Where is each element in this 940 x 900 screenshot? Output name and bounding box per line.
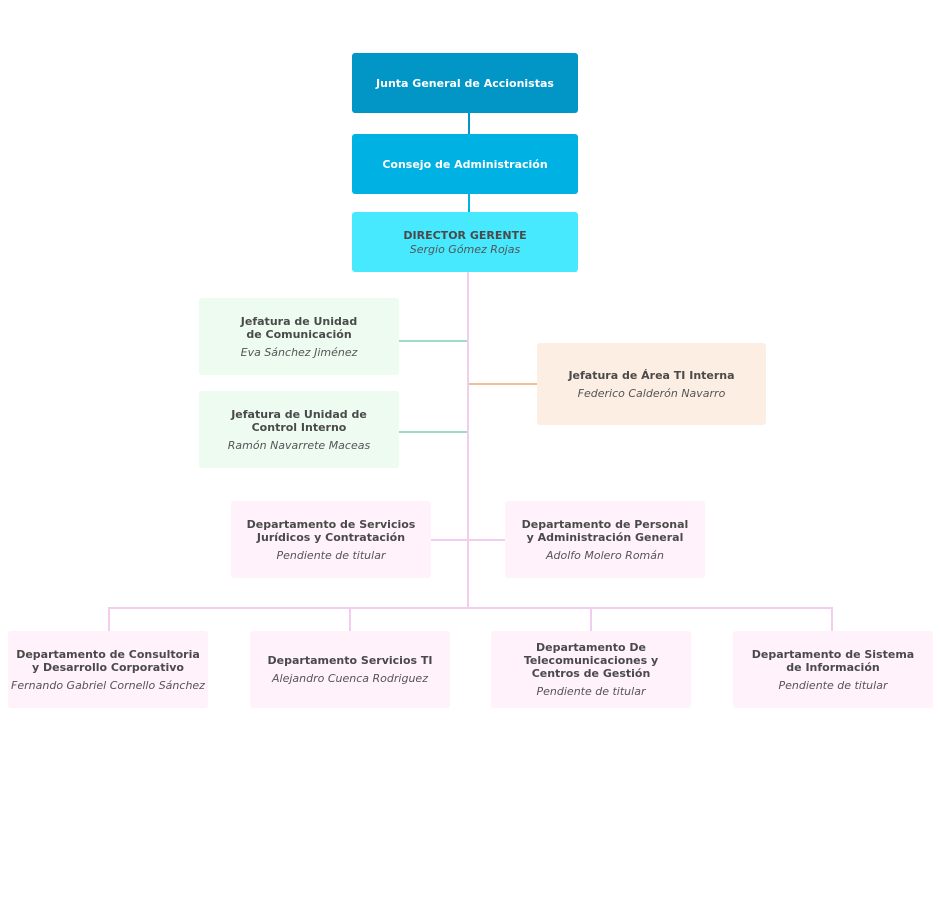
- node-jefatura-comunicacion[interactable]: Jefatura de Unidad de Comunicación Eva S…: [199, 298, 399, 375]
- connector-sistema: [831, 607, 833, 631]
- node-dept-servicios-ti[interactable]: Departamento Servicios TI Alejandro Cuen…: [250, 631, 450, 708]
- connector-consultoria: [108, 607, 110, 631]
- node-person: Pendiente de titular: [536, 685, 646, 698]
- connector-ti-interna: [469, 383, 537, 385]
- connector-main-trunk: [467, 271, 469, 609]
- connector-junta-consejo: [468, 112, 470, 134]
- node-person: Alejandro Cuenca Rodriguez: [272, 672, 428, 685]
- connector-personal: [469, 539, 505, 541]
- node-title: Departamento de Servicios Jurídicos y Co…: [246, 517, 416, 544]
- node-dept-juridicos[interactable]: Departamento de Servicios Jurídicos y Co…: [231, 501, 431, 578]
- node-person: Pendiente de titular: [276, 548, 386, 562]
- node-jefatura-control-interno[interactable]: Jefatura de Unidad de Control Interno Ra…: [199, 391, 399, 468]
- node-title: Junta General de Accionistas: [376, 76, 554, 90]
- node-dept-personal[interactable]: Departamento de Personal y Administració…: [505, 501, 705, 578]
- node-title: Departamento de Personal y Administració…: [521, 517, 689, 544]
- node-title: Jefatura de Unidad de Control Interno: [231, 407, 367, 434]
- node-dept-consultoria[interactable]: Departamento de Consultoria y Desarrollo…: [8, 631, 208, 708]
- node-dept-telecom[interactable]: Departamento De Telecomunicaciones y Cen…: [491, 631, 691, 708]
- node-director-gerente[interactable]: DIRECTOR GERENTE Sergio Gómez Rojas: [352, 212, 578, 272]
- node-jefatura-ti-interna[interactable]: Jefatura de Área TI Interna Federico Cal…: [537, 343, 766, 425]
- node-person: Federico Calderón Navarro: [577, 386, 726, 400]
- node-title: DIRECTOR GERENTE: [403, 228, 527, 242]
- connector-juridicos: [431, 539, 467, 541]
- connector-bottom-bar: [108, 607, 833, 609]
- node-person: Ramón Navarrete Maceas: [227, 438, 371, 452]
- node-title: Departamento de Consultoria y Desarrollo…: [16, 647, 200, 674]
- node-title: Departamento De Telecomunicaciones y Cen…: [523, 641, 659, 680]
- connector-comunicacion: [399, 340, 467, 342]
- node-junta-general[interactable]: Junta General de Accionistas: [352, 53, 578, 113]
- node-title: Jefatura de Área TI Interna: [568, 368, 735, 382]
- connector-servicios-ti: [349, 607, 351, 631]
- node-person: Pendiente de titular: [778, 678, 888, 692]
- node-person: Eva Sánchez Jiménez: [240, 345, 358, 359]
- node-person: Adolfo Molero Román: [546, 548, 664, 562]
- connector-telecom: [590, 607, 592, 631]
- node-title: Departamento de Sistema de Información: [751, 647, 915, 674]
- node-title: Consejo de Administración: [382, 157, 548, 171]
- connector-control: [399, 431, 467, 433]
- connector-consejo-director: [468, 193, 470, 212]
- node-person: Fernando Gabriel Cornello Sánchez: [11, 678, 205, 692]
- node-title: Jefatura de Unidad de Comunicación: [240, 314, 358, 341]
- node-dept-sistema[interactable]: Departamento de Sistema de Información P…: [733, 631, 933, 708]
- node-title: Departamento Servicios TI: [267, 654, 433, 667]
- node-person: Sergio Gómez Rojas: [409, 242, 521, 256]
- node-consejo-administracion[interactable]: Consejo de Administración: [352, 134, 578, 194]
